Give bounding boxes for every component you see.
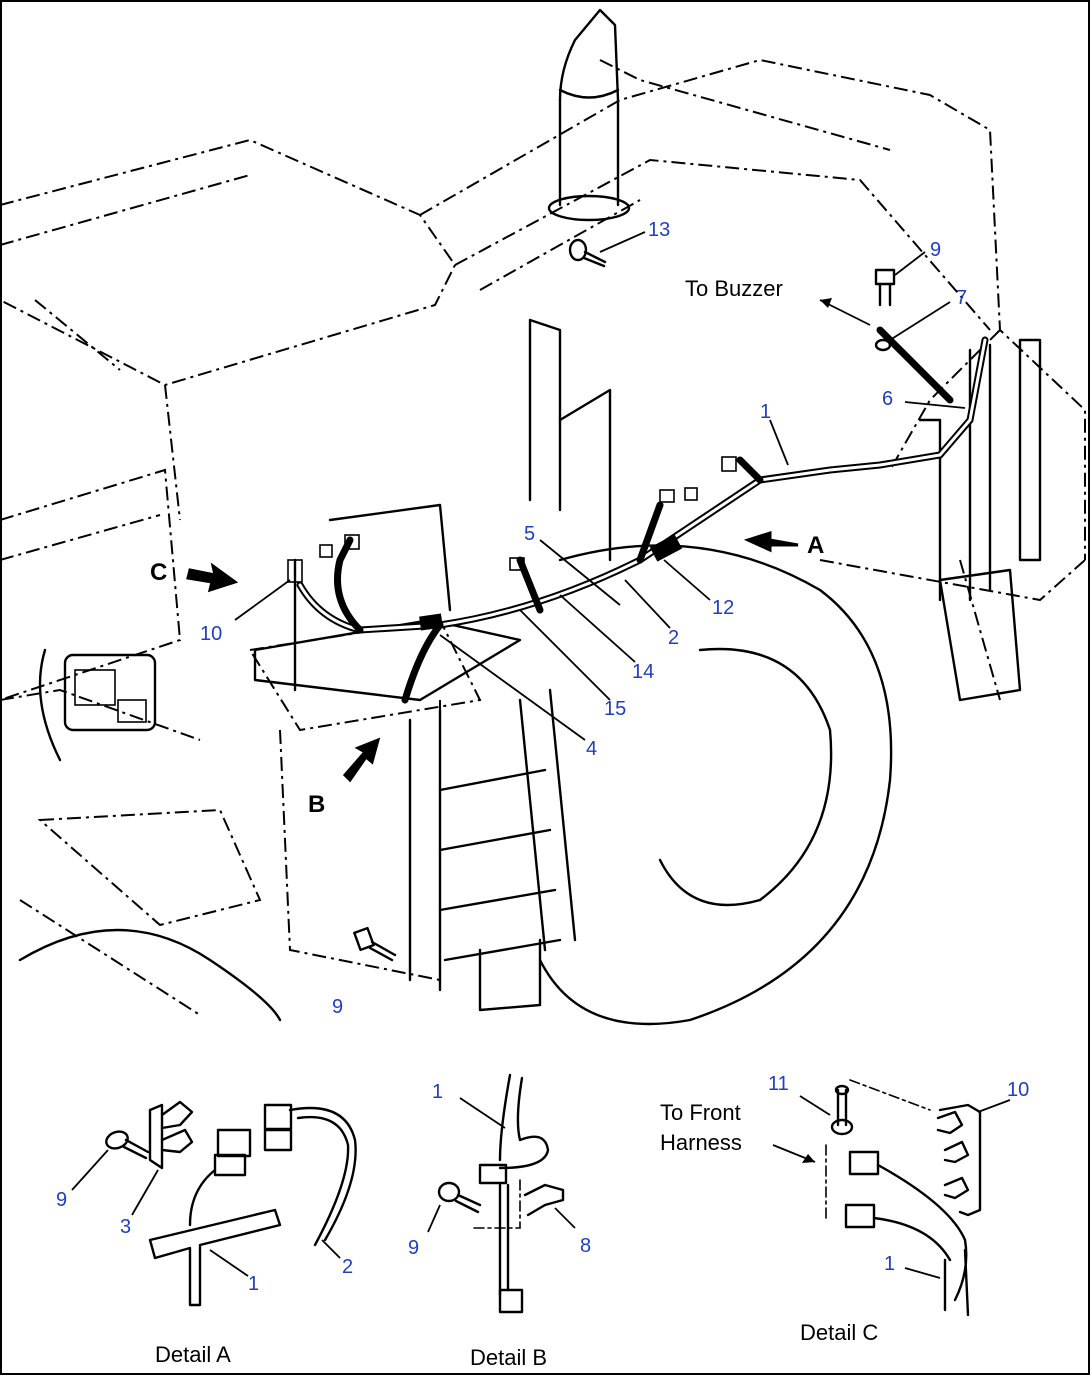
callout-4: 4 bbox=[586, 738, 597, 760]
detail-b-drawing bbox=[427, 1073, 576, 1314]
detail-b-callout-9: 9 bbox=[408, 1237, 419, 1259]
callout-6: 6 bbox=[882, 388, 893, 410]
bolt-9-bottom bbox=[353, 926, 397, 962]
right-handrails bbox=[918, 338, 1042, 702]
callout-14: 14 bbox=[632, 661, 654, 683]
detail-c-caption: Detail C bbox=[800, 1320, 878, 1345]
callout-9-top: 9 bbox=[930, 239, 941, 261]
detail-c-callout-10: 10 bbox=[1007, 1079, 1029, 1101]
machine-outline bbox=[0, 58, 1086, 1016]
clip-7 bbox=[874, 338, 892, 352]
note-to-buzzer: To Buzzer bbox=[685, 276, 783, 301]
main-harness bbox=[296, 326, 989, 704]
detail-a-drawing bbox=[71, 1100, 357, 1307]
view-label-c: C bbox=[150, 559, 167, 586]
callout-9-bottom: 9 bbox=[332, 996, 343, 1018]
view-label-a: A bbox=[807, 532, 824, 559]
main-leaders bbox=[234, 231, 966, 741]
detail-c-callout-1: 1 bbox=[884, 1253, 895, 1275]
note-to-front-line1: To Front bbox=[660, 1100, 741, 1125]
callout-1-main: 1 bbox=[760, 401, 771, 423]
exhaust-stack bbox=[547, 8, 631, 222]
view-arrow-c bbox=[186, 562, 239, 593]
callout-15: 15 bbox=[604, 698, 626, 720]
callout-5: 5 bbox=[524, 523, 535, 545]
view-arrow-b bbox=[342, 737, 381, 783]
detail-a-callout-9: 9 bbox=[56, 1189, 67, 1211]
detail-c-callout-11: 11 bbox=[768, 1073, 789, 1095]
callout-2-main: 2 bbox=[668, 627, 679, 649]
detail-a-callout-3: 3 bbox=[120, 1216, 131, 1238]
detail-b-caption: Detail B bbox=[470, 1345, 547, 1370]
view-arrow-a bbox=[743, 530, 799, 553]
callout-12: 12 bbox=[712, 597, 734, 619]
ladder bbox=[253, 318, 612, 1012]
callout-13: 13 bbox=[648, 219, 670, 241]
callout-7: 7 bbox=[956, 287, 967, 309]
detail-a-callout-1: 1 bbox=[248, 1273, 259, 1295]
headlight bbox=[38, 648, 157, 762]
bolt-9-top bbox=[874, 268, 896, 307]
front-tire bbox=[18, 544, 893, 1026]
view-label-b: B bbox=[308, 791, 325, 818]
detail-b-callout-8: 8 bbox=[580, 1235, 591, 1257]
bolt-13 bbox=[568, 238, 607, 268]
detail-b-callout-1: 1 bbox=[432, 1081, 443, 1103]
detail-c-drawing bbox=[772, 1079, 1011, 1317]
connector-group-c bbox=[287, 456, 737, 583]
note-to-front-line2: Harness bbox=[660, 1130, 742, 1155]
callout-10-main: 10 bbox=[200, 623, 222, 645]
detail-a-caption: Detail A bbox=[155, 1342, 231, 1367]
detail-a-callout-2: 2 bbox=[342, 1256, 353, 1278]
